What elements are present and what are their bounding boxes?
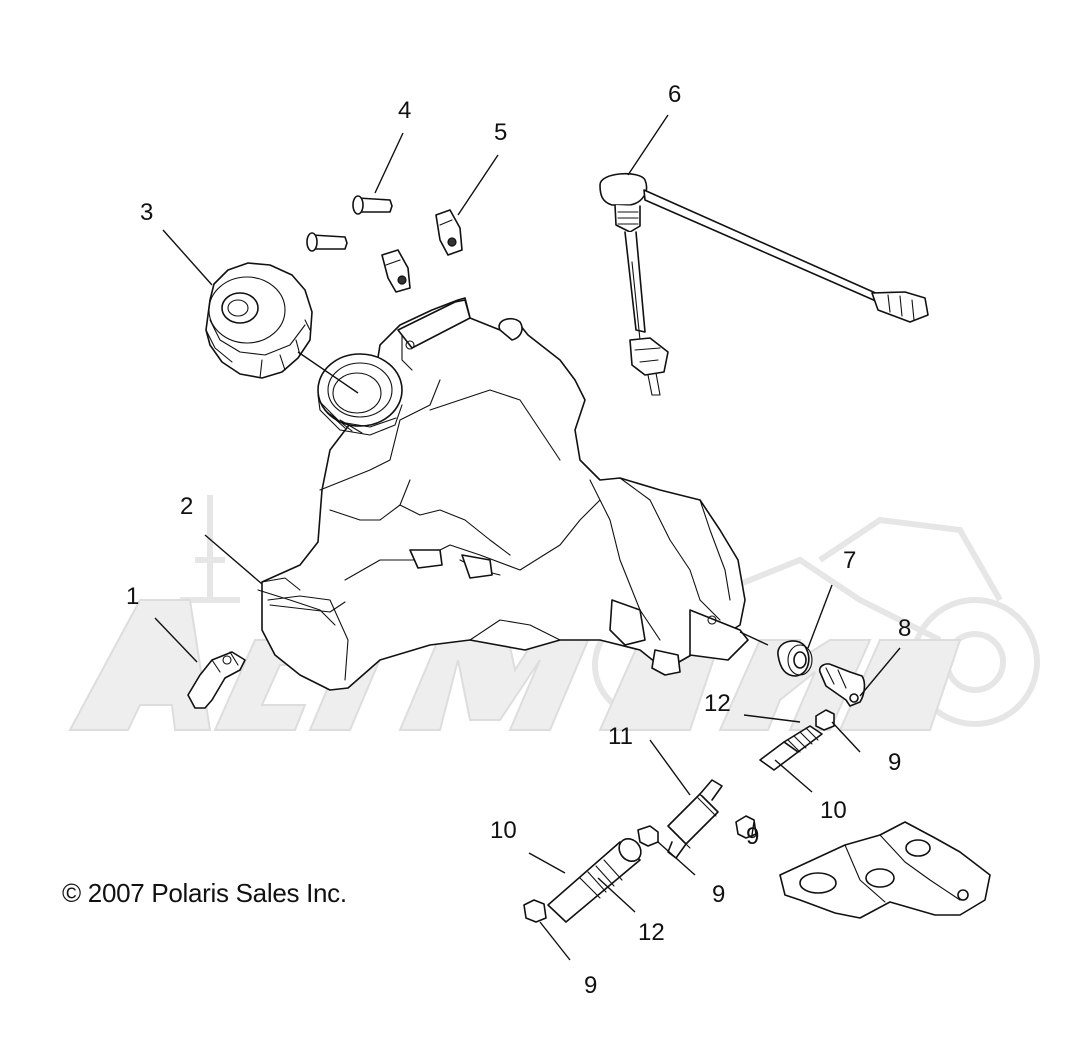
callout-labels: 1 2 3 4 5 6 7 8 9 9 9 9 10 10 11 12 12 (126, 81, 911, 999)
callout-12a: 12 (704, 690, 731, 717)
callout-9a: 9 (888, 749, 901, 776)
callout-10a: 10 (820, 797, 847, 824)
part-4-bolts (306, 195, 393, 252)
callout-11: 11 (608, 723, 633, 750)
callout-6: 6 (668, 81, 681, 108)
callout-10b: 10 (490, 817, 517, 844)
callout-5: 5 (494, 119, 507, 146)
part-10-hoses (547, 725, 823, 923)
part-3-fuel-cap (205, 262, 313, 379)
mounting-bracket (779, 821, 991, 919)
part-6-fuel-sender (599, 172, 929, 396)
copyright-text: © 2007 Polaris Sales Inc. (62, 878, 347, 908)
callout-1: 1 (126, 583, 139, 610)
part-5-clip-nuts (381, 209, 463, 293)
callout-3: 3 (140, 199, 153, 226)
callout-9c: 9 (712, 881, 725, 908)
part-8-elbow-fitting (818, 663, 866, 707)
leader-lines (154, 114, 901, 961)
callout-4: 4 (398, 97, 411, 124)
callout-9b: 9 (746, 823, 759, 850)
part-1-bracket (187, 651, 246, 709)
callout-7: 7 (843, 547, 856, 574)
fuel-tank (257, 297, 749, 691)
callout-9d: 9 (584, 972, 597, 999)
callout-8: 8 (898, 615, 911, 642)
part-9-clamps (523, 709, 835, 923)
callout-2: 2 (180, 493, 193, 520)
part-7-grommet (777, 640, 813, 677)
part-11-fuel-filter (667, 779, 723, 859)
callout-12b: 12 (638, 919, 665, 946)
